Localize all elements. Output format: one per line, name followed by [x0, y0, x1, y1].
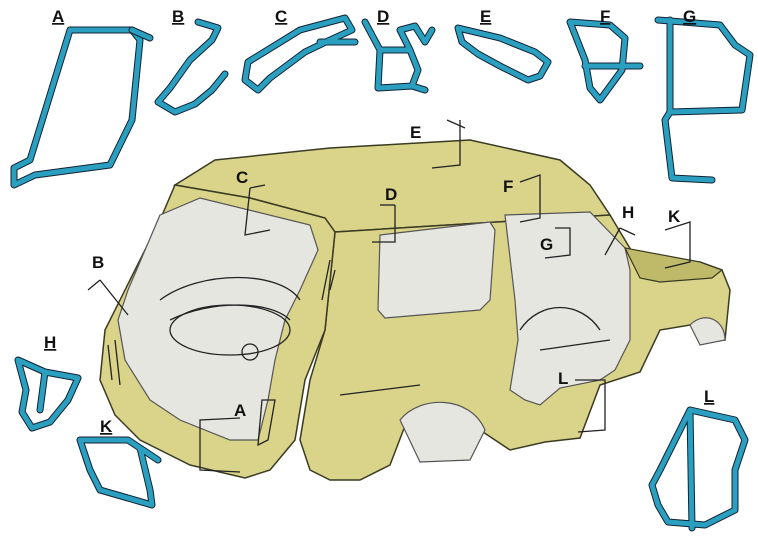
label-l-side: L	[704, 387, 714, 406]
label-a-body: A	[234, 401, 246, 420]
label-l-body: L	[558, 369, 568, 388]
label-c-top: C	[275, 7, 287, 26]
label-f-top: F	[600, 7, 610, 26]
label-g-top: G	[683, 7, 696, 26]
profile-c	[241, 14, 359, 94]
label-b-top: B	[172, 7, 184, 26]
label-g-body: G	[540, 235, 553, 254]
label-h-body: H	[622, 203, 634, 222]
leader-arrows	[87, 119, 691, 473]
profile-f	[566, 18, 644, 104]
label-e-top: E	[480, 7, 491, 26]
label-k-side: K	[100, 417, 113, 436]
label-d-body: D	[385, 185, 397, 204]
profile-b	[154, 18, 229, 116]
profile-h	[14, 356, 82, 432]
profile-d	[361, 18, 436, 94]
label-a-top: A	[52, 7, 64, 26]
label-e-body: E	[410, 123, 421, 142]
car-body-shell	[99, 139, 731, 481]
label-k-body: K	[668, 207, 681, 226]
profile-k	[76, 436, 162, 509]
profile-l	[648, 406, 749, 532]
label-f-body: F	[503, 177, 513, 196]
profile-e	[454, 24, 552, 84]
label-c-body: C	[236, 168, 248, 187]
profile-a	[10, 26, 154, 189]
label-b-body: B	[92, 253, 104, 272]
profile-g	[654, 16, 754, 184]
label-d-top: D	[377, 7, 389, 26]
label-h-side: H	[44, 333, 56, 352]
